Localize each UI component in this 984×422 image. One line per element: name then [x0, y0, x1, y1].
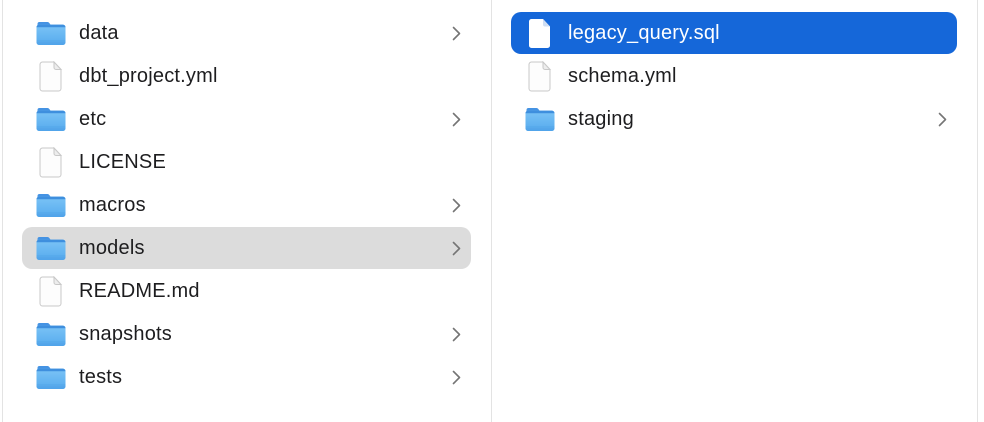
item-label: dbt_project.yml [79, 64, 218, 87]
chevron-right-icon [452, 370, 461, 385]
item-label: schema.yml [568, 64, 677, 87]
folder-icon [35, 103, 67, 135]
finder-column-models-contents: legacy_query.sql schema.yml staging [492, 11, 977, 141]
folder-row[interactable]: staging [511, 98, 957, 140]
folder-icon [35, 189, 67, 221]
file-row[interactable]: legacy_query.sql [511, 12, 957, 54]
document-icon [524, 17, 556, 49]
item-label: data [79, 21, 119, 44]
file-row[interactable]: schema.yml [511, 55, 957, 97]
folder-icon [35, 318, 67, 350]
item-label: staging [568, 107, 634, 130]
folder-row[interactable]: snapshots [22, 313, 471, 355]
document-icon [35, 60, 67, 92]
file-row[interactable]: README.md [22, 270, 471, 312]
chevron-right-icon [452, 112, 461, 127]
item-label: README.md [79, 279, 200, 302]
item-label: legacy_query.sql [568, 21, 720, 44]
item-label: LICENSE [79, 150, 166, 173]
column-divider[interactable] [977, 0, 978, 422]
folder-row[interactable]: tests [22, 356, 471, 398]
item-label: etc [79, 107, 107, 130]
chevron-right-icon [452, 327, 461, 342]
folder-icon [35, 17, 67, 49]
folder-row[interactable]: etc [22, 98, 471, 140]
file-row[interactable]: LICENSE [22, 141, 471, 183]
chevron-right-icon [452, 241, 461, 256]
document-icon [35, 275, 67, 307]
chevron-right-icon [938, 112, 947, 127]
chevron-right-icon [452, 26, 461, 41]
folder-icon [35, 232, 67, 264]
folder-row[interactable]: data [22, 12, 471, 54]
item-label: macros [79, 193, 146, 216]
column-divider [2, 0, 3, 422]
folder-icon [524, 103, 556, 135]
column-divider[interactable] [491, 0, 492, 422]
item-label: models [79, 236, 145, 259]
item-label: tests [79, 365, 123, 388]
folder-row[interactable]: models [22, 227, 471, 269]
folder-icon [35, 361, 67, 393]
file-row[interactable]: dbt_project.yml [22, 55, 471, 97]
document-icon [524, 60, 556, 92]
chevron-right-icon [452, 198, 461, 213]
item-label: snapshots [79, 322, 172, 345]
folder-row[interactable]: macros [22, 184, 471, 226]
document-icon [35, 146, 67, 178]
